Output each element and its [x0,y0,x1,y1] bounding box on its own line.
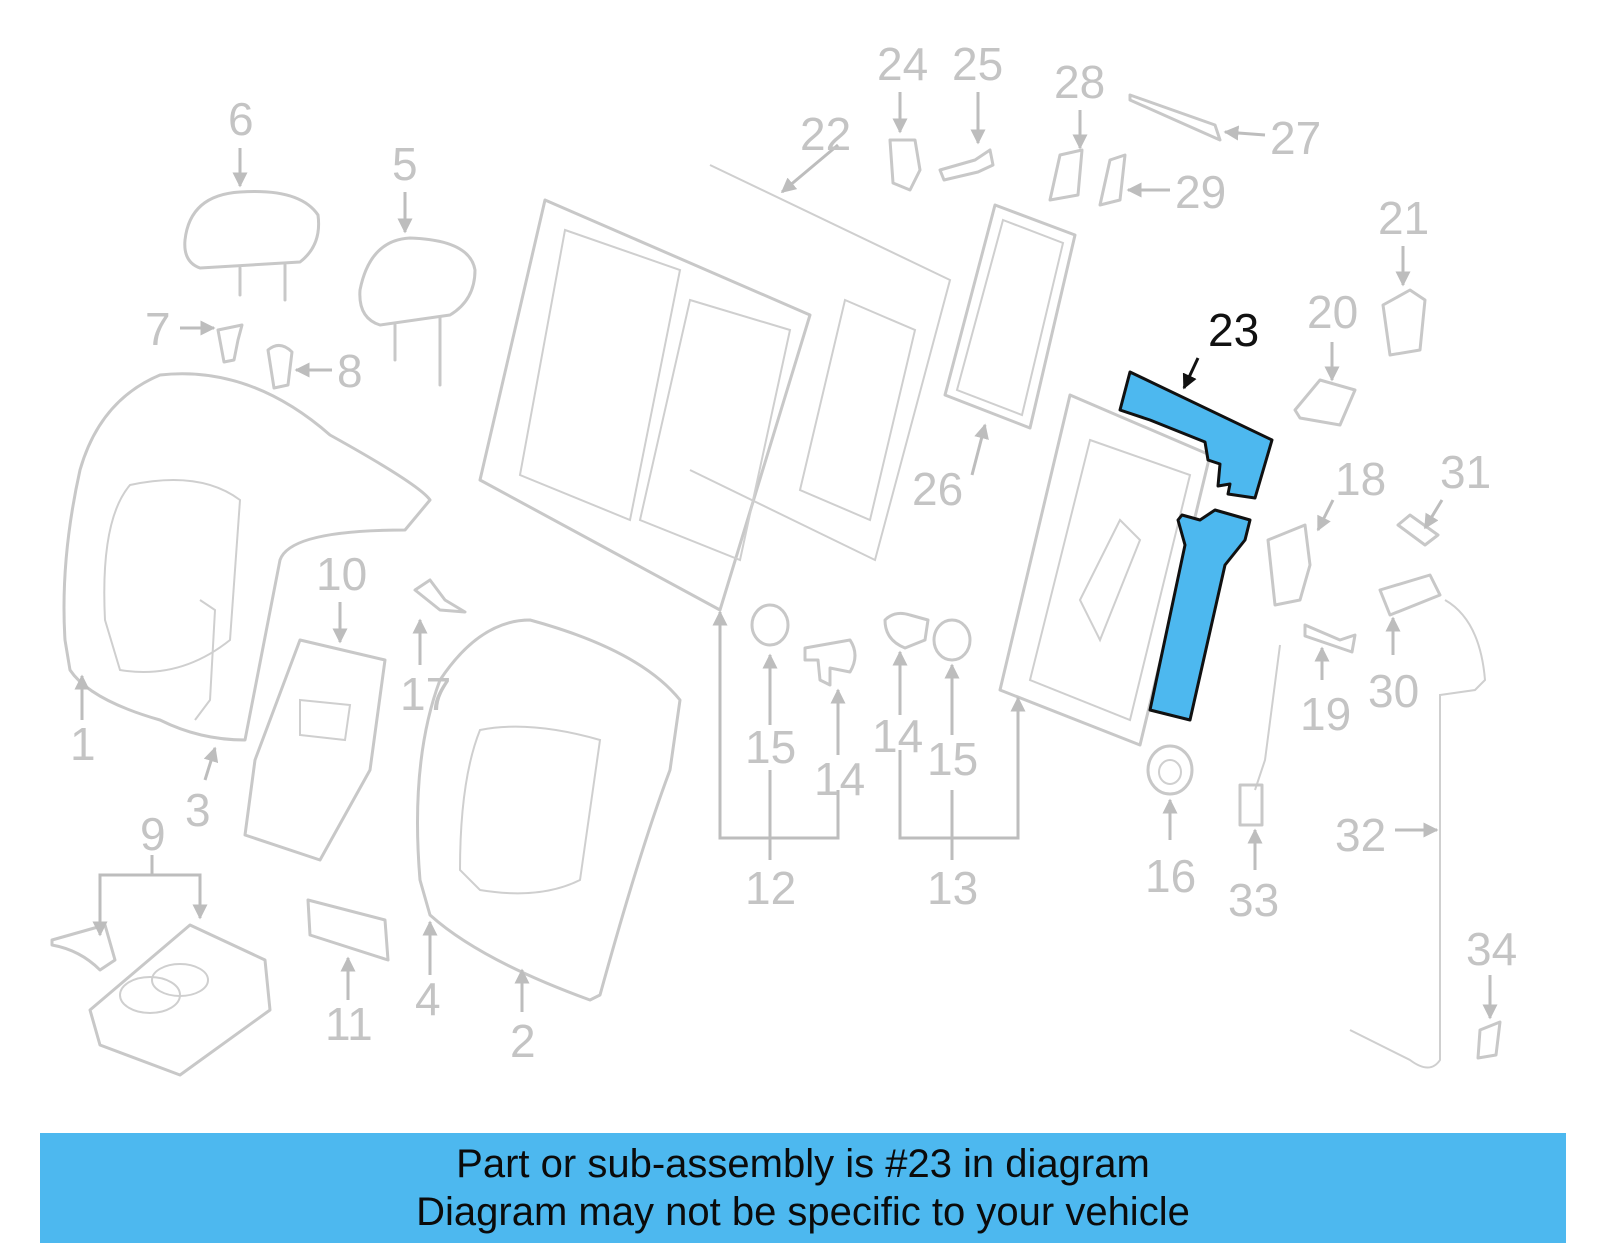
callout-20: 20 [1307,286,1358,338]
callout-13: 13 [927,862,978,914]
trim-part-11 [306,898,390,962]
callout-3: 3 [185,784,211,836]
seat-back-part-1 [62,372,432,742]
callout-16: 16 [1145,850,1196,902]
callout-11: 11 [325,998,373,1050]
part-21 [1381,288,1427,357]
callout-17: 17 [400,668,451,720]
bolt-part-14b [883,611,930,650]
callout-5: 5 [392,138,418,190]
callout-18: 18 [1335,453,1386,505]
armrest-part-9 [50,923,272,1077]
headrest-part-5 [358,236,477,387]
bolt-part-25 [938,148,995,182]
seat-frame-part-22 [478,164,952,612]
clip-part-17 [413,578,467,614]
callout-8: 8 [337,345,363,397]
callout-25: 25 [952,38,1003,90]
callout-32: 32 [1335,809,1386,861]
callout-4: 4 [415,973,441,1025]
callout-28: 28 [1054,56,1105,108]
headrest-part-6 [183,190,321,302]
highlighted-part-23 [1118,370,1274,722]
parts-diagram: 6 5 7 8 1 3 10 17 9 11 4 2 22 24 25 28 2… [50,38,1517,1077]
clip-part-29 [1098,153,1127,207]
callout-15a: 15 [745,721,796,773]
part-20 [1293,378,1357,427]
callout-1: 1 [70,718,96,770]
banner-line-1: Part or sub-assembly is #23 in diagram [456,1142,1150,1186]
callout-33: 33 [1228,874,1279,926]
seat-back-cover-part-2 [416,618,682,1002]
callout-19: 19 [1300,688,1351,740]
bracket-part-10 [243,638,387,862]
callout-9: 9 [140,808,166,860]
bolt-part-14a [803,638,857,687]
callout-14b: 14 [872,710,923,762]
panel-part-26 [943,203,1077,430]
seat-frame-right [998,393,1212,747]
callout-30: 30 [1368,665,1419,717]
part-18 [1266,523,1312,607]
callout-labels: 6 5 7 8 1 3 10 17 9 11 4 2 22 24 25 28 2… [70,38,1517,1067]
banner-line-2: Diagram may not be specific to your vehi… [416,1190,1190,1234]
callout-21: 21 [1378,192,1429,244]
pin-part-19 [1303,623,1357,654]
info-banner: Part or sub-assembly is #23 in diagram D… [40,1133,1566,1243]
grommet-part-15a [750,603,790,647]
grommet-part-15b [932,618,972,662]
callout-6: 6 [228,93,254,145]
callout-7: 7 [145,303,171,355]
callout-14a: 14 [814,753,865,805]
leader-lines [74,92,1498,1020]
clip-part-8 [266,344,294,390]
callout-10: 10 [316,548,367,600]
bracket-part-24 [888,138,922,192]
callout-23: 23 [1208,304,1259,356]
part-30 [1349,573,1487,1069]
part-34 [1476,1020,1502,1060]
rod-part-27 [1128,93,1222,142]
callout-29: 29 [1175,166,1226,218]
callout-15b: 15 [927,733,978,785]
callout-34: 34 [1466,923,1517,975]
callout-2: 2 [510,1015,536,1067]
callout-24: 24 [877,38,928,90]
clip-part-28 [1048,148,1084,202]
pin-part-31 [1396,513,1440,547]
callout-31: 31 [1440,446,1491,498]
clip-part-7 [216,323,244,364]
callout-27: 27 [1270,112,1321,164]
callout-12: 12 [745,862,796,914]
grommet-part-16 [1146,744,1194,796]
callout-26: 26 [912,463,963,515]
callout-22: 22 [800,108,851,160]
cable-part-33 [1238,644,1281,827]
